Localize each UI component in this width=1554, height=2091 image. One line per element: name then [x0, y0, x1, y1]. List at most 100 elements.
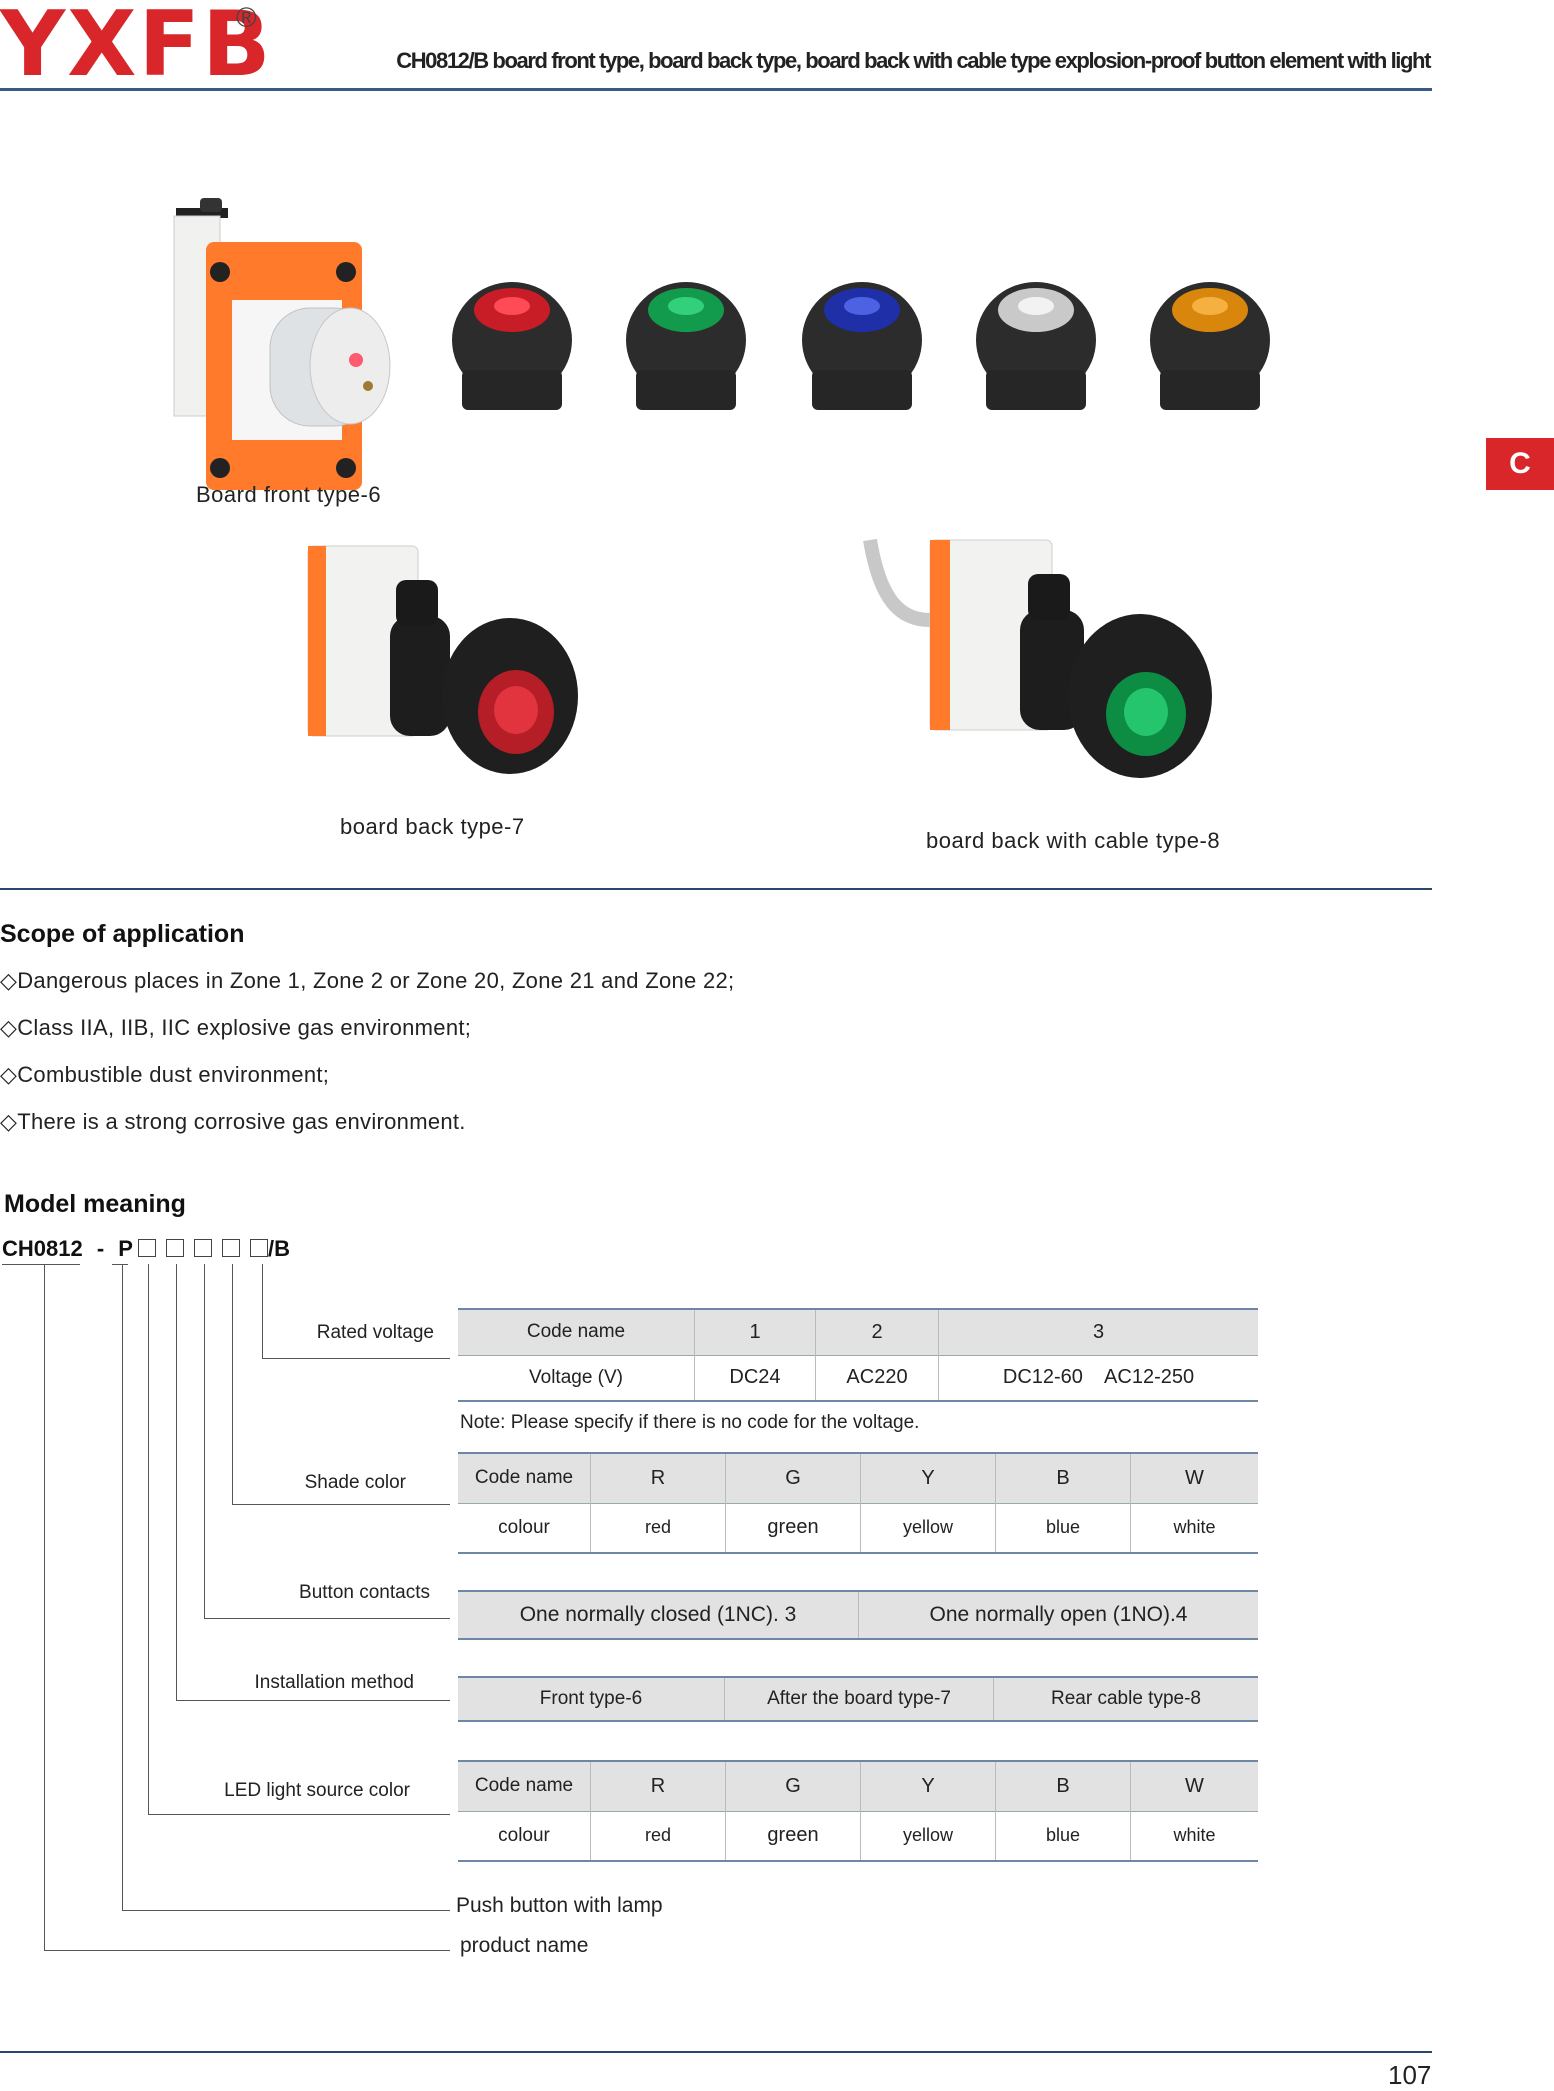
voltage-header-cell: 2	[815, 1309, 939, 1355]
brand-logo: YXFB	[0, 0, 273, 97]
led-cell: red	[590, 1811, 726, 1861]
tree-line	[148, 1814, 450, 1815]
led-cell: colour	[458, 1811, 591, 1861]
shade-header-cell: B	[995, 1453, 1131, 1503]
shade-cell: white	[1130, 1503, 1258, 1553]
code-underline	[112, 1264, 128, 1265]
caption-board-back-cable: board back with cable type-8	[926, 828, 1221, 853]
shade-cell: red	[590, 1503, 726, 1553]
label-led-color: LED light source color	[224, 1780, 410, 1801]
model-title: Model meaning	[4, 1190, 186, 1218]
shade-header-cell: Y	[860, 1453, 996, 1503]
tree-line	[232, 1504, 450, 1505]
voltage-header-cell: 3	[938, 1309, 1258, 1355]
caption-board-front: Board front type-6	[196, 482, 382, 507]
led-cell: green	[725, 1811, 861, 1861]
led-header-cell: Code name	[458, 1761, 591, 1811]
voltage-cell: AC220	[815, 1355, 939, 1401]
scope-item: ◇Dangerous places in Zone 1, Zone 2 or Z…	[0, 968, 735, 993]
tree-line	[122, 1910, 450, 1911]
scope-item: ◇There is a strong corrosive gas environ…	[0, 1109, 466, 1134]
shade-cell: green	[725, 1503, 861, 1553]
scope-item: ◇Combustible dust environment;	[0, 1062, 330, 1087]
led-color-table: Code name R G Y B W colour red green yel…	[458, 1760, 1258, 1862]
led-cell: blue	[995, 1811, 1131, 1861]
label-installation-method: Installation method	[254, 1672, 415, 1693]
red-button-head-image	[452, 282, 572, 410]
installation-method-table: Front type-6 After the board type-7 Rear…	[458, 1676, 1258, 1722]
shade-cell: colour	[458, 1503, 591, 1553]
tree-line	[148, 1264, 149, 1814]
page-number: 107	[1388, 2060, 1432, 2090]
label-shade-color: Shade color	[304, 1472, 406, 1493]
contacts-cell: One normally closed (1NC). 3	[458, 1591, 859, 1639]
label-rated-voltage: Rated voltage	[316, 1322, 434, 1343]
voltage-note: Note: Please specify if there is no code…	[460, 1412, 920, 1433]
registered-mark: ®	[236, 2, 257, 33]
led-header-cell: Y	[860, 1761, 996, 1811]
install-cell: After the board type-7	[724, 1677, 994, 1721]
led-header-cell: W	[1130, 1761, 1258, 1811]
yellow-button-head-image	[1150, 282, 1270, 410]
tree-line	[204, 1264, 205, 1618]
install-cell: Front type-6	[458, 1677, 725, 1721]
tree-line	[44, 1264, 45, 1950]
model-code-suffix: /B	[267, 1236, 290, 1261]
scope-item: ◇Class IIA, IIB, IIC explosive gas envir…	[0, 1015, 472, 1040]
tree-line	[176, 1264, 177, 1700]
led-header-cell: R	[590, 1761, 726, 1811]
code-slot-box	[193, 1239, 212, 1257]
voltage-header-cell: 1	[694, 1309, 816, 1355]
white-button-head-image	[976, 282, 1096, 410]
blue-button-head-image	[802, 282, 922, 410]
shade-header-cell: W	[1130, 1453, 1258, 1503]
shade-cell: blue	[995, 1503, 1131, 1553]
board-back-module-image	[307, 545, 578, 774]
code-underline	[2, 1264, 80, 1265]
page-title: CH0812/B board front type, board back ty…	[396, 48, 1431, 73]
model-code-p: P	[118, 1236, 133, 1261]
voltage-cell: Voltage (V)	[458, 1355, 695, 1401]
tree-line	[262, 1358, 450, 1359]
led-header-cell: B	[995, 1761, 1131, 1811]
shade-header-cell: G	[725, 1453, 861, 1503]
shade-header-cell: R	[590, 1453, 726, 1503]
led-cell: white	[1130, 1811, 1258, 1861]
label-product-name: product name	[460, 1934, 589, 1957]
label-button-contacts: Button contacts	[299, 1582, 430, 1603]
voltage-cell: DC12-60 AC12-250	[938, 1355, 1258, 1401]
install-cell: Rear cable type-8	[993, 1677, 1258, 1721]
tree-line	[122, 1264, 123, 1910]
label-push-button: Push button with lamp	[456, 1894, 663, 1917]
section-tab[interactable]: C	[1486, 438, 1554, 490]
voltage-table: Code name 1 2 3 Voltage (V) DC24 AC220 D…	[458, 1308, 1258, 1402]
code-slot-box	[249, 1239, 268, 1257]
shade-color-table: Code name R G Y B W colour red green yel…	[458, 1452, 1258, 1554]
led-cell: yellow	[860, 1811, 996, 1861]
header-rule	[0, 88, 1432, 91]
button-contacts-table: One normally closed (1NC). 3 One normall…	[458, 1590, 1258, 1640]
shade-header-cell: Code name	[458, 1453, 591, 1503]
tree-line	[44, 1950, 450, 1951]
code-slot-box	[137, 1239, 156, 1257]
voltage-header-cell: Code name	[458, 1309, 695, 1355]
model-code: CH0812 - P/B	[2, 1236, 290, 1262]
product-illustrations	[173, 198, 1270, 778]
caption-board-back: board back type-7	[340, 814, 525, 839]
tree-line	[232, 1264, 233, 1504]
tree-line	[262, 1264, 263, 1358]
tree-line	[204, 1618, 450, 1619]
green-button-head-image	[626, 282, 746, 410]
footer-rule	[0, 2051, 1432, 2053]
code-slot-box	[165, 1239, 184, 1257]
voltage-cell: DC24	[694, 1355, 816, 1401]
tree-line	[176, 1700, 450, 1701]
shade-cell: yellow	[860, 1503, 996, 1553]
code-slot-box	[221, 1239, 240, 1257]
board-front-module-image	[173, 198, 391, 490]
scope-title: Scope of application	[0, 920, 245, 948]
model-code-dash: -	[96, 1236, 105, 1261]
led-header-cell: G	[725, 1761, 861, 1811]
board-back-cable-module-image	[863, 538, 1212, 778]
contacts-cell: One normally open (1NO).4	[858, 1591, 1258, 1639]
